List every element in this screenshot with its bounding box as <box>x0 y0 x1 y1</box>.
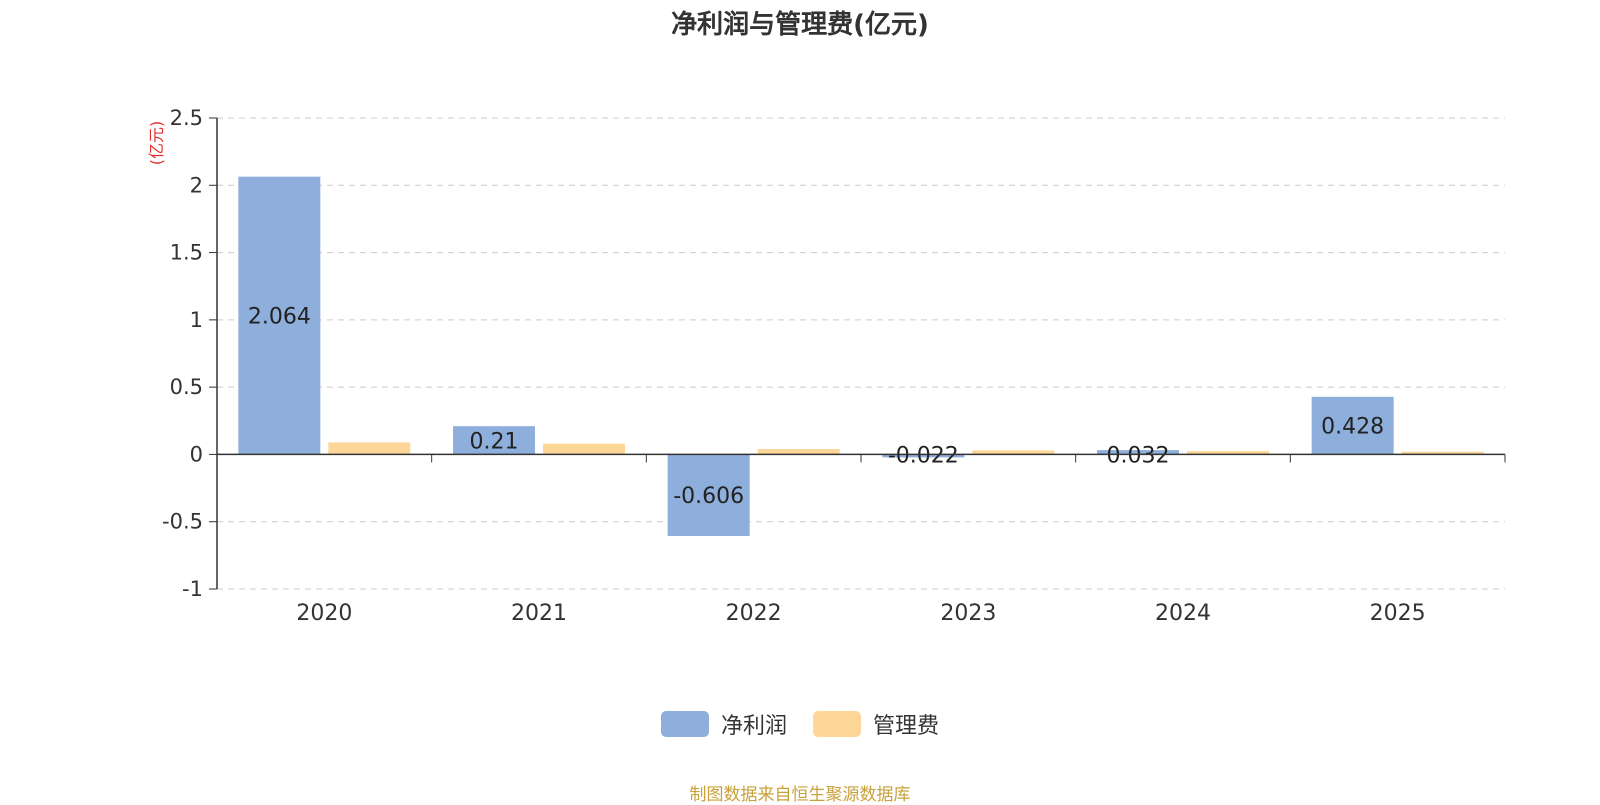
y-tick-label: 1 <box>190 308 203 332</box>
legend-item-net-profit[interactable]: 净利润 <box>660 708 787 740</box>
legend-item-admin-expense[interactable]: 管理费 <box>813 708 939 740</box>
legend-swatch-net-profit <box>660 711 709 737</box>
bar-admin-expense <box>328 442 411 455</box>
bar-admin-expense <box>972 450 1055 455</box>
y-tick-label: 0 <box>190 442 203 466</box>
chart-title: 净利润与管理费(亿元) <box>671 10 929 40</box>
bar-net-profit <box>1097 450 1179 455</box>
y-axis-label: (亿元) <box>147 121 166 166</box>
legend-label-admin-expense: 管理费 <box>873 714 940 739</box>
data-source-note: 制图数据来自恒生聚源数据库 <box>689 785 911 805</box>
y-tick-label: 2 <box>190 173 203 197</box>
bar-net-profit <box>1311 396 1394 455</box>
bar-net-profit <box>667 454 750 536</box>
data-label: 0.21 <box>470 429 519 454</box>
bar-net-profit <box>238 176 321 455</box>
bar-admin-expense <box>1187 451 1269 455</box>
data-label: 0.032 <box>1107 443 1170 468</box>
bar-net-profit <box>453 426 535 455</box>
bar-admin-expense <box>543 443 625 455</box>
bar-admin-expense <box>757 449 840 455</box>
data-label: 2.064 <box>248 305 311 330</box>
y-tick-label: 1.5 <box>170 241 203 265</box>
data-label: 0.428 <box>1321 415 1384 440</box>
data-label: -0.606 <box>673 484 744 509</box>
y-tick-label: 2.5 <box>170 106 203 130</box>
bar-net-profit <box>882 454 965 458</box>
x-tick-label: 2023 <box>940 601 996 626</box>
x-tick-label: 2025 <box>1370 601 1426 626</box>
bar-admin-expense <box>1401 451 1484 455</box>
x-tick-label: 2021 <box>511 601 567 626</box>
y-tick-label: 0.5 <box>170 375 203 399</box>
legend: 净利润 管理费 <box>0 708 1600 740</box>
data-label: -0.022 <box>888 443 959 468</box>
y-tick-label: -1 <box>182 577 203 601</box>
legend-label-net-profit: 净利润 <box>720 714 787 739</box>
legend-swatch-admin-expense <box>813 711 861 737</box>
y-tick-label: -0.5 <box>162 510 203 534</box>
x-tick-label: 2022 <box>726 601 782 626</box>
x-tick-label: 2020 <box>296 601 352 626</box>
x-tick-label: 2024 <box>1155 601 1211 626</box>
